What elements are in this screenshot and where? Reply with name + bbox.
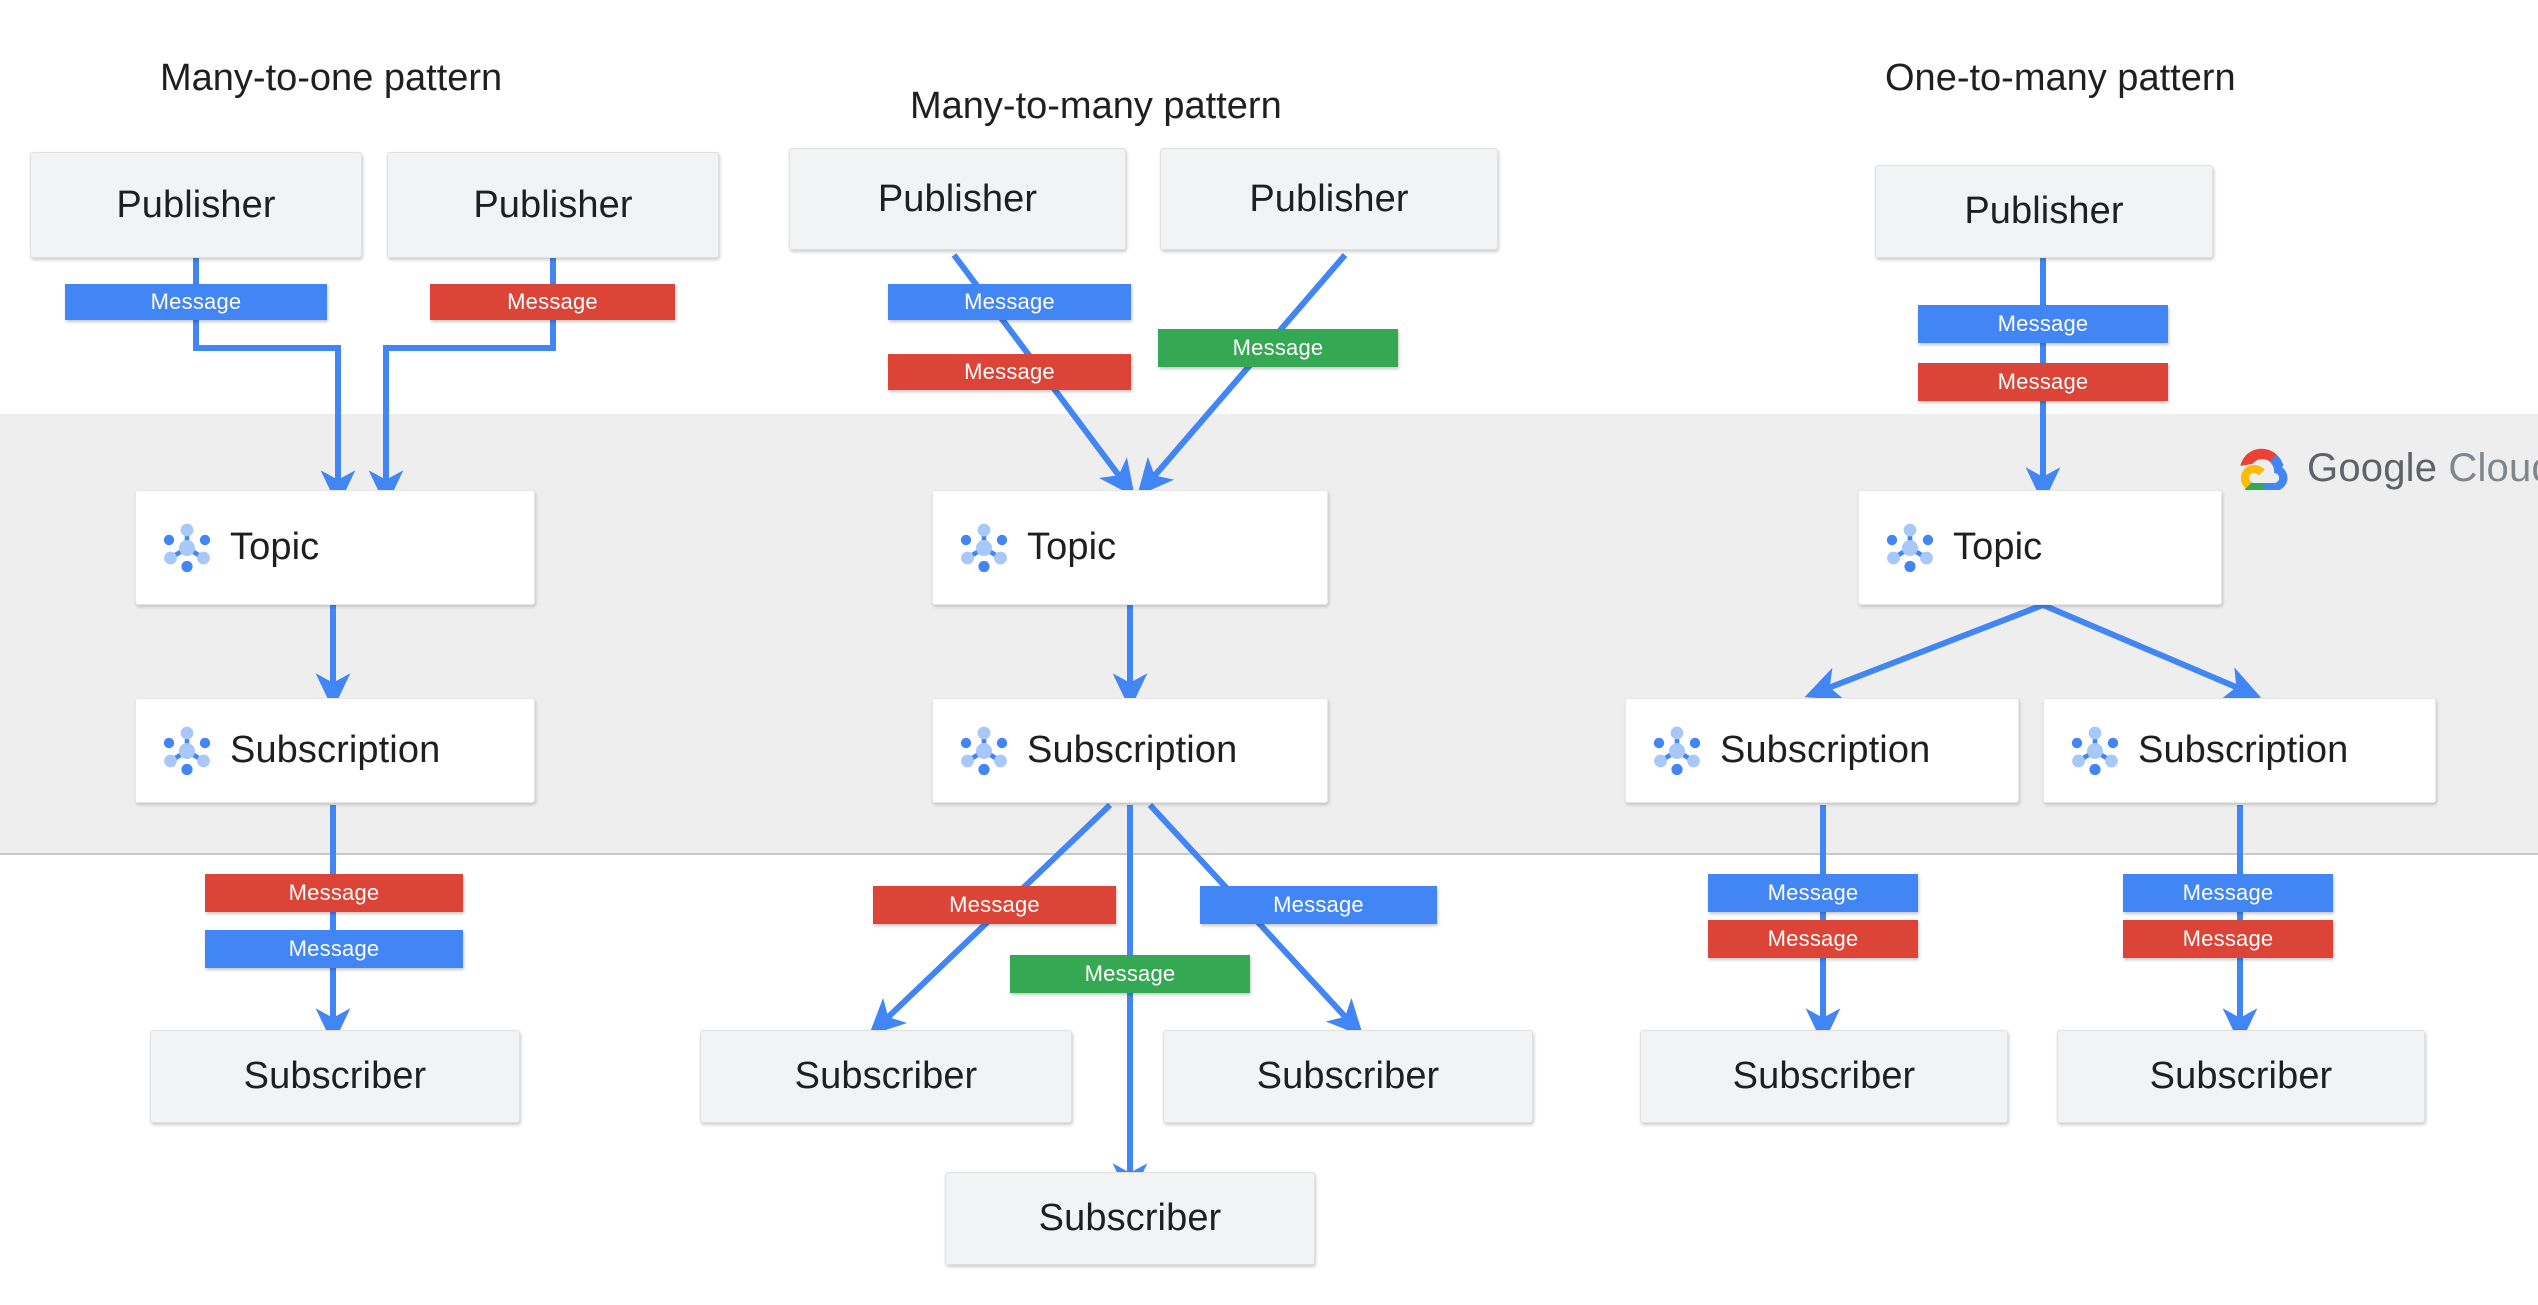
- message-chip: Message: [1010, 955, 1250, 993]
- pubsub-node-icon: [1881, 519, 1939, 577]
- publisher-node[interactable]: Publisher: [1875, 165, 2213, 258]
- message-chip: Message: [1708, 920, 1918, 958]
- message-chip: Message: [2123, 920, 2333, 958]
- topic-node[interactable]: Topic: [135, 490, 535, 605]
- publisher-node[interactable]: Publisher: [789, 148, 1126, 250]
- pubsub-node-icon: [1648, 722, 1706, 780]
- node-label: Subscriber: [1732, 1055, 1916, 1097]
- google-cloud-wordmark: GoogleCloud: [2307, 446, 2538, 491]
- node-label: Publisher: [1249, 177, 1409, 220]
- message-chip: Message: [888, 354, 1131, 390]
- message-chip: Message: [1158, 329, 1398, 367]
- node-label: Subscriber: [1038, 1197, 1222, 1239]
- message-chip-label: Message: [1997, 369, 2089, 394]
- message-chip-label: Message: [1232, 335, 1324, 360]
- node-label: Subscription: [230, 729, 441, 771]
- node-label: Publisher: [1964, 190, 2124, 232]
- message-chip-label: Message: [2182, 926, 2274, 951]
- node-label: Topic: [1027, 526, 1117, 568]
- topic-node[interactable]: Topic: [1858, 490, 2222, 605]
- node-label: Topic: [1953, 526, 2043, 568]
- topic-node[interactable]: Topic: [932, 490, 1328, 605]
- pubsub-node-icon: [158, 722, 216, 780]
- subscriber-node[interactable]: Subscriber: [2057, 1030, 2425, 1123]
- column-caption-many-to-many: Many-to-many pattern: [910, 85, 1282, 127]
- node-label: Publisher: [877, 177, 1038, 220]
- subscription-node[interactable]: Subscription: [1625, 698, 2019, 803]
- message-chip: Message: [205, 930, 463, 968]
- node-label: Publisher: [473, 183, 633, 226]
- node-label: Subscription: [1720, 729, 1931, 771]
- google-cloud-logo: GoogleCloud: [2237, 446, 2538, 491]
- node-label: Publisher: [116, 183, 276, 226]
- cloud-word: Cloud: [2448, 446, 2538, 490]
- message-chip-label: Message: [507, 289, 598, 314]
- message-chip-label: Message: [150, 289, 242, 314]
- subscriber-node[interactable]: Subscriber: [945, 1172, 1315, 1265]
- google-word: Google: [2307, 446, 2438, 490]
- message-chip-label: Message: [949, 892, 1040, 917]
- node-label: Subscription: [2138, 729, 2349, 771]
- message-chip: Message: [205, 874, 463, 912]
- node-label: Topic: [230, 526, 320, 568]
- subscription-node[interactable]: Subscription: [2043, 698, 2436, 803]
- message-chip: Message: [65, 284, 327, 320]
- message-chip-label: Message: [964, 289, 1055, 314]
- subscription-node[interactable]: Subscription: [932, 698, 1328, 803]
- pubsub-node-icon: [158, 519, 216, 577]
- subscription-node[interactable]: Subscription: [135, 698, 535, 803]
- message-chip: Message: [1918, 363, 2168, 401]
- column-caption-one-to-many: One-to-many pattern: [1885, 57, 2236, 99]
- message-chip-label: Message: [1767, 926, 1859, 951]
- subscriber-node[interactable]: Subscriber: [700, 1030, 1072, 1123]
- node-label: Subscriber: [243, 1055, 427, 1097]
- message-chip-label: Message: [964, 359, 1055, 384]
- message-chip-label: Message: [1273, 892, 1364, 917]
- pubsub-node-icon: [2066, 722, 2124, 780]
- message-chip: Message: [1708, 874, 1918, 912]
- message-chip: Message: [430, 284, 675, 320]
- message-chip-label: Message: [288, 936, 380, 961]
- subscriber-node[interactable]: Subscriber: [1163, 1030, 1533, 1123]
- node-label: Subscriber: [1256, 1055, 1440, 1097]
- message-chip: Message: [2123, 874, 2333, 912]
- message-chip: Message: [1200, 886, 1437, 924]
- publisher-node[interactable]: Publisher: [387, 152, 719, 258]
- message-chip: Message: [873, 886, 1116, 924]
- node-label: Subscriber: [2149, 1055, 2333, 1097]
- column-caption-many-to-one: Many-to-one pattern: [160, 57, 503, 99]
- message-chip-label: Message: [1084, 961, 1176, 986]
- node-label: Subscriber: [794, 1055, 978, 1097]
- message-chip-label: Message: [1997, 311, 2089, 336]
- google-cloud-logo-icon: [2237, 447, 2291, 491]
- subscriber-node[interactable]: Subscriber: [150, 1030, 520, 1123]
- publisher-node[interactable]: Publisher: [1160, 148, 1498, 250]
- message-chip: Message: [888, 284, 1131, 320]
- message-chip-label: Message: [288, 880, 380, 905]
- node-label: Subscription: [1027, 729, 1238, 771]
- subscriber-node[interactable]: Subscriber: [1640, 1030, 2008, 1123]
- pubsub-node-icon: [955, 519, 1013, 577]
- message-chip-label: Message: [1767, 880, 1859, 905]
- message-chip-label: Message: [2182, 880, 2274, 905]
- pubsub-node-icon: [955, 722, 1013, 780]
- publisher-node[interactable]: Publisher: [30, 152, 362, 258]
- message-chip: Message: [1918, 305, 2168, 343]
